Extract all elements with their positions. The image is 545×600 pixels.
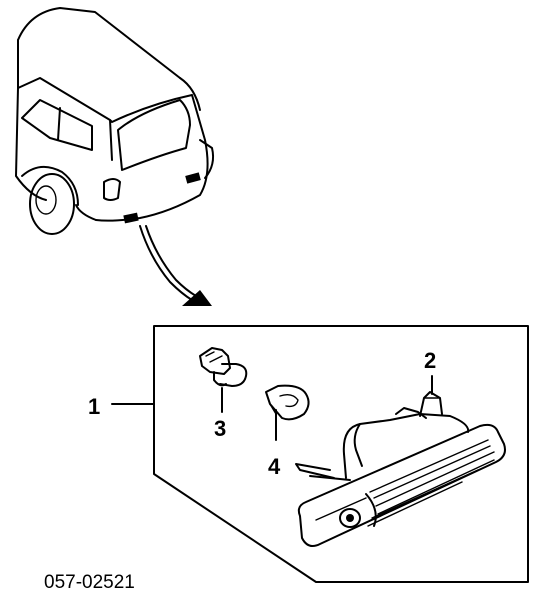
callout-1: 1 xyxy=(88,394,100,419)
pointer-arrow xyxy=(139,225,212,306)
bulb-socket-part xyxy=(199,347,248,413)
reference-code: 057-02521 xyxy=(44,572,135,593)
callout-4: 4 xyxy=(268,454,281,479)
detail-box-frame xyxy=(153,325,529,583)
side-marker-lamp-part xyxy=(295,375,506,547)
callout-3: 3 xyxy=(214,416,226,441)
vehicle-rear-illustration xyxy=(15,7,215,235)
callout-2: 2 xyxy=(424,348,436,373)
wedge-bulb-part xyxy=(265,384,310,441)
